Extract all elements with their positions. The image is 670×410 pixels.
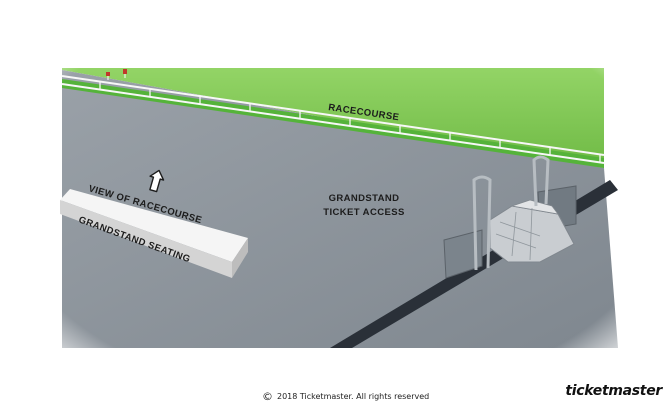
up-arrow-icon [149, 169, 165, 193]
ticket-access-label-line2: TICKET ACCESS [323, 207, 404, 218]
copyright-notice: © 2018 Ticketmaster. All rights reserved [262, 390, 429, 403]
copyright-symbol: © [262, 390, 273, 403]
copyright-text: 2018 Ticketmaster. All rights reserved [277, 392, 430, 401]
ticketmaster-logo: ticketmaster [565, 383, 662, 399]
ticket-access-label-line1: GRANDSTAND [329, 193, 400, 204]
